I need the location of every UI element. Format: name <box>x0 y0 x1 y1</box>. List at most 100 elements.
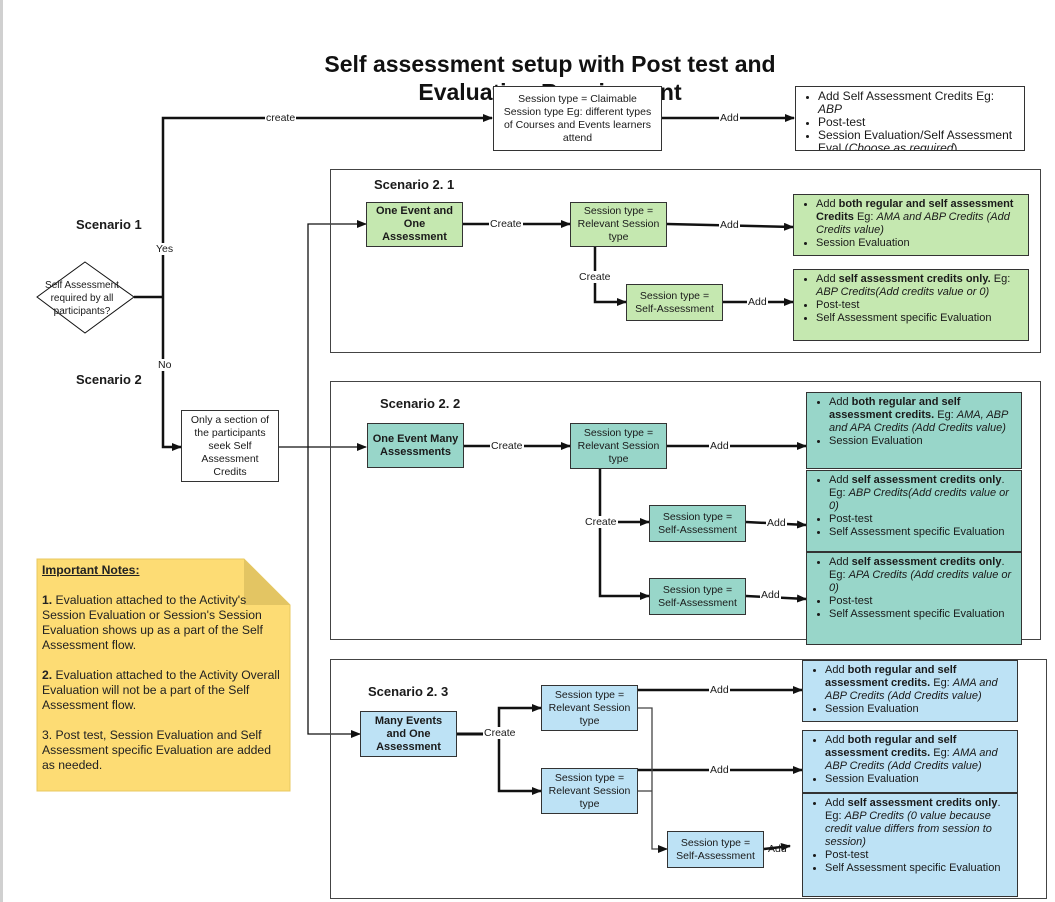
scenario-1-label: Scenario 1 <box>76 217 142 232</box>
outcome-item: Add Self Assessment Credits Eg: ABP <box>818 90 1018 116</box>
text-fragment: ABP Credits(Add credits value or 0) <box>829 487 1009 512</box>
scenario-2-3-label: Scenario 2. 3 <box>368 684 449 699</box>
s22-session-box[interactable]: Session type = Relevant Session type <box>570 423 667 469</box>
outcome-item: Session Evaluation <box>825 773 1011 786</box>
text-fragment: Add self assessment credits only. Eg: AB… <box>813 474 1015 539</box>
note-2: 2. Evaluation attached to the Activity O… <box>42 668 285 713</box>
note-1: 1. Evaluation attached to the Activity's… <box>42 593 285 653</box>
text-fragment: ABP Credits(Add credits value or 0) <box>816 286 990 298</box>
outcome-item: Self Assessment specific Evaluation <box>816 312 1022 325</box>
text-fragment: Session Evaluation/Self Assessment Eval … <box>818 128 1013 151</box>
s23-branch-down <box>497 734 542 795</box>
text-fragment: AMA and ABP Credits (Add Credits value) <box>816 211 1010 236</box>
edge-label-yes: Yes <box>155 243 175 255</box>
scenario-2-3-frame <box>330 659 1047 899</box>
text-fragment: Eg: <box>930 677 953 689</box>
text-fragment: Add <box>829 474 852 486</box>
text-fragment: Choose as required <box>848 141 954 151</box>
text-fragment: Add self assessment credits only. Eg: AP… <box>813 556 1015 621</box>
text-fragment: AMA and ABP Credits (Add Credits value) <box>825 747 998 772</box>
text-fragment: Add both regular and self assessment cre… <box>809 664 1011 716</box>
s21-create2-line <box>593 247 627 306</box>
s21-edge-add2: Add <box>747 296 768 308</box>
scenario-2-1-label: Scenario 2. 1 <box>374 177 455 192</box>
outcome-item: Add both regular and self assessment cre… <box>825 734 1011 773</box>
text-fragment: Add self assessment credits only. Eg: AB… <box>800 273 1022 325</box>
outcome-item: Post-test <box>829 513 1015 526</box>
text-fragment: AMA, ABP and APA Credits (Add Credits va… <box>829 409 1008 434</box>
outcome-item: Session Evaluation <box>825 703 1011 716</box>
s21-edge-create2: Create <box>578 271 612 283</box>
text-fragment: 2. <box>42 668 53 682</box>
text-fragment: Add Self Assessment Credits Eg: ABP Post… <box>802 90 1018 151</box>
text-fragment: Add <box>816 198 839 210</box>
s23-self-box[interactable]: Session type = Self-Assessment <box>667 831 764 868</box>
edge-label-create: create <box>265 112 297 124</box>
s22-edge-add3: Add <box>760 589 781 601</box>
outcome-item: Session Evaluation/Self Assessment Eval … <box>818 129 1018 151</box>
s23-outcome-regular-2[interactable]: Add both regular and self assessment cre… <box>802 730 1018 793</box>
s23-event-box[interactable]: Many Events and One Assessment <box>360 711 457 757</box>
s23-edge-add2: Add <box>709 764 730 776</box>
s21-edge-create: Create <box>489 218 523 230</box>
s22-self-box-1[interactable]: Session type = Self-Assessment <box>649 505 746 542</box>
text-fragment: Add both regular and self assessment cre… <box>813 396 1015 448</box>
text-fragment: self assessment credits only. <box>838 273 991 285</box>
text-fragment: Add <box>816 273 839 285</box>
outcome-item: Add self assessment credits only. Eg: AB… <box>829 474 1015 513</box>
s22-outcome-self-2[interactable]: Add self assessment credits only. Eg: AP… <box>806 552 1022 645</box>
s22-outcome-self-1[interactable]: Add self assessment credits only. Eg: AB… <box>806 470 1022 552</box>
s23-session-box-2[interactable]: Session type = Relevant Session type <box>541 768 638 814</box>
text-fragment: Evaluation attached to the Activity's Se… <box>42 593 263 652</box>
text-fragment: AMA and ABP Credits (Add Credits value) <box>825 677 998 702</box>
edge-label-no: No <box>157 359 173 371</box>
s22-self-box-2[interactable]: Session type = Self-Assessment <box>649 578 746 615</box>
s21-self-box[interactable]: Session type = Self-Assessment <box>626 284 723 321</box>
s22-edge-add: Add <box>709 440 730 452</box>
s23-outcome-self[interactable]: Add self assessment credits only. Eg: AB… <box>802 793 1018 897</box>
s22-edge-create: Create <box>490 440 524 452</box>
text-fragment: 1. <box>42 593 53 607</box>
outcome-item: Add self assessment credits only. Eg: AB… <box>816 273 1022 299</box>
yes-branch-line <box>161 114 493 297</box>
s23-session-box-1[interactable]: Session type = Relevant Session type <box>541 685 638 731</box>
outcome-item: Post-test <box>816 299 1022 312</box>
title-line-1: Self assessment setup with Post test and <box>324 51 776 77</box>
text-fragment: both regular and self assessment credits… <box>825 664 957 689</box>
text-fragment: Eg: <box>990 273 1011 285</box>
s21-event-box[interactable]: One Event and One Assessment <box>366 202 463 247</box>
s21-edge-add: Add <box>719 219 740 231</box>
text-fragment: Add <box>829 396 852 408</box>
s22-edge-add2: Add <box>766 517 787 529</box>
text-fragment: Post-test <box>818 115 866 129</box>
text-fragment: self assessment credits only <box>851 474 1002 486</box>
text-fragment: both regular and self assessment credits… <box>825 734 957 759</box>
text-fragment: . Eg: <box>829 556 1005 581</box>
sticky-note-shape <box>36 558 291 792</box>
s21-session-box[interactable]: Session type = Relevant Session type <box>570 202 667 247</box>
scenario-1-session-box[interactable]: Session type = Claimable Session type Eg… <box>493 86 662 151</box>
s22-event-box[interactable]: One Event Many Assessments <box>367 423 464 468</box>
s23-edge-add1: Add <box>709 684 730 696</box>
text-fragment: Add <box>825 734 848 746</box>
outcome-item: Post-test <box>818 116 1018 129</box>
edge-label-add: Add <box>719 112 740 124</box>
decision-question: Self Assessment required by all particip… <box>45 280 119 317</box>
s22-outcome-regular[interactable]: Add both regular and self assessment cre… <box>806 392 1022 469</box>
text-fragment: Add both regular and self assessment cre… <box>809 734 1011 786</box>
scenario-1-outcome-box[interactable]: Add Self Assessment Credits Eg: ABP Post… <box>795 86 1025 151</box>
text-fragment: . Eg: <box>829 474 1005 499</box>
outcome-item: Self Assessment specific Evaluation <box>829 526 1015 539</box>
note-3: 3. Post test, Session Evaluation and Sel… <box>42 728 271 772</box>
text-fragment: Eg: <box>930 747 953 759</box>
s23-outcome-regular-1[interactable]: Add both regular and self assessment cre… <box>802 660 1018 722</box>
scenario-2-section-box[interactable]: Only a section of the participants seek … <box>181 410 279 482</box>
outcome-item: Add both regular and self assessment cre… <box>829 396 1015 435</box>
page-left-edge <box>0 0 3 902</box>
s21-outcome-self[interactable]: Add self assessment credits only. Eg: AB… <box>793 269 1029 341</box>
s21-outcome-regular[interactable]: Add both regular and self assessment Cre… <box>793 194 1029 256</box>
outcome-item: Add self assessment credits only. Eg: AP… <box>829 556 1015 595</box>
text-fragment: APA Credits (Add credits value or 0) <box>829 569 1012 594</box>
notes-heading: Important Notes: <box>42 563 140 577</box>
outcome-item: Post-test <box>829 595 1015 608</box>
